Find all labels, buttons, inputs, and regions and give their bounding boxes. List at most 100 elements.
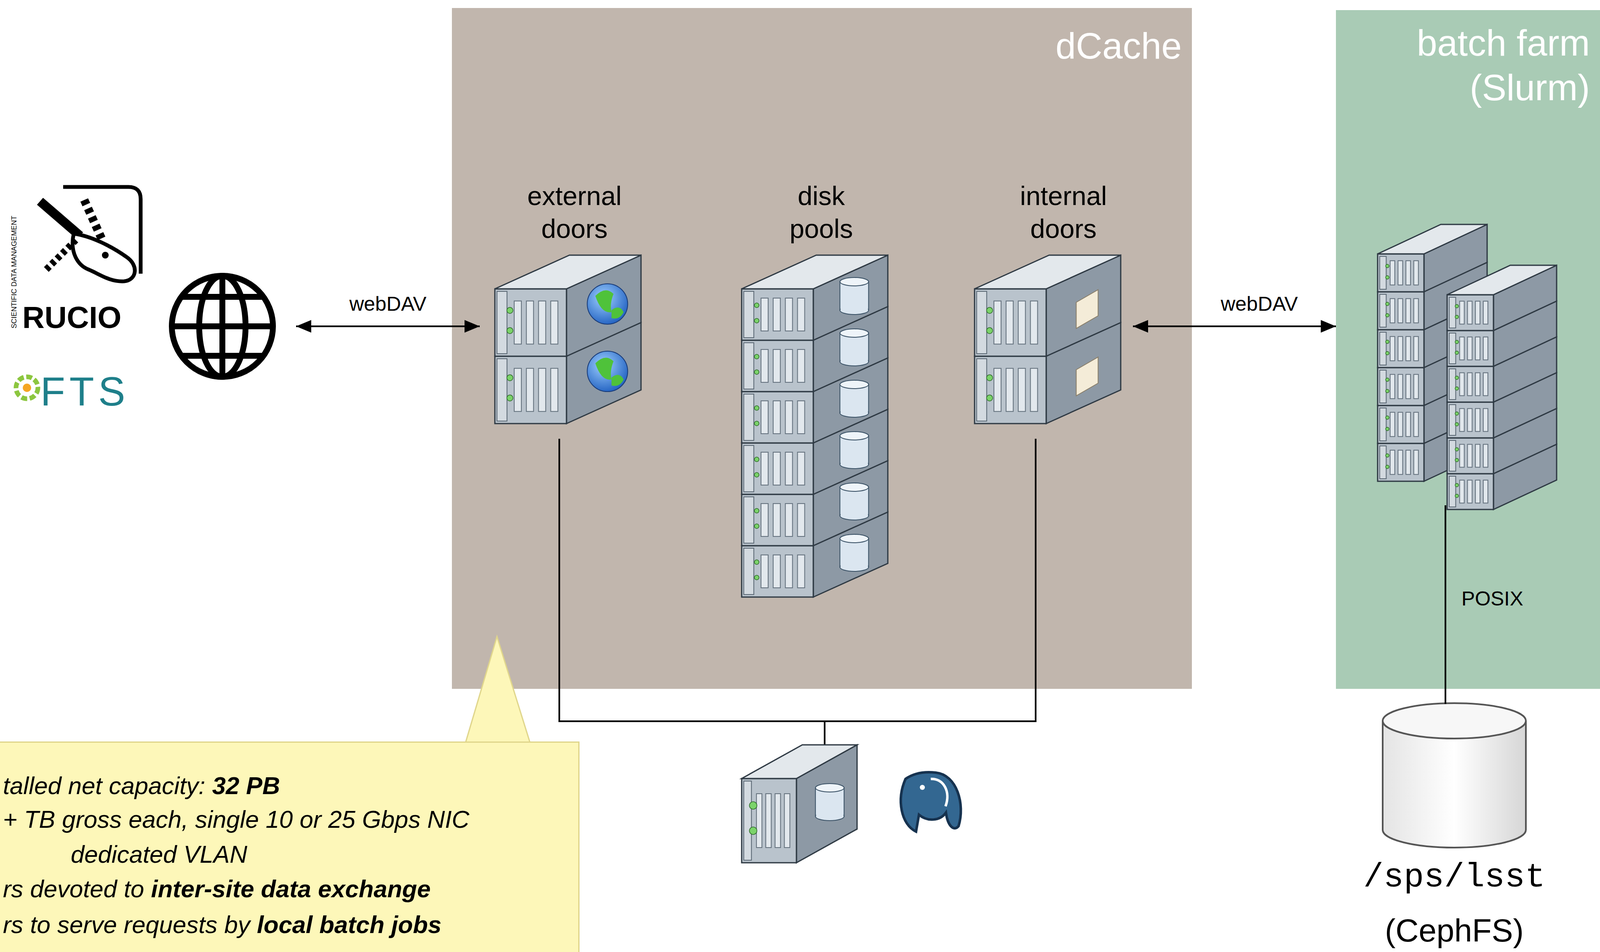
callout-line: dedicated VLAN	[70, 839, 248, 876]
server-front	[1447, 402, 1494, 439]
server-bezel	[1379, 332, 1387, 366]
drive-slot	[1467, 372, 1472, 396]
drive-slot	[1413, 336, 1419, 361]
drive-slot	[538, 301, 546, 345]
globe-land	[611, 374, 624, 386]
dcache-ground	[451, 8, 1192, 690]
globe-badge	[587, 351, 628, 392]
status-led	[1455, 411, 1459, 416]
server-bezel	[743, 445, 754, 492]
status-led	[507, 307, 513, 314]
drive-slot	[538, 368, 546, 412]
status-led	[754, 575, 759, 580]
drive-slot	[1413, 374, 1419, 399]
drive-slot	[1467, 480, 1472, 503]
cephfs-cylinder-top	[1382, 703, 1526, 739]
elephant-ear	[930, 779, 948, 807]
drive-slot	[550, 368, 559, 412]
server-front	[741, 288, 814, 341]
drive-slot	[1397, 450, 1403, 475]
server-bezel	[743, 342, 754, 390]
logo-group: SCIENTIFIC DATA MANAGEMENTRUCIOFTS	[8, 176, 297, 422]
drive-slot	[785, 349, 793, 383]
disk-top	[839, 431, 869, 441]
status-led	[754, 303, 759, 308]
server-stack	[494, 255, 642, 424]
drive-slot	[1483, 408, 1488, 432]
server-front	[1377, 367, 1424, 406]
text-slot: internal doors	[1008, 179, 1119, 246]
status-led	[1455, 458, 1459, 463]
elephant-eye	[919, 785, 925, 791]
logo-wordmark: FTS	[40, 368, 167, 415]
drive-slot	[761, 400, 769, 434]
callout-line: rs to serve requests bylocal batch jobs	[2, 910, 442, 946]
label-slot: POSIX	[1461, 587, 1524, 611]
text-slot: /sps/lsst	[1348, 858, 1560, 897]
rucio-neck	[46, 240, 76, 270]
status-led	[1385, 275, 1389, 280]
status-led	[1385, 416, 1389, 420]
status-led	[754, 508, 759, 514]
text-slot: SCIENTIFIC DATA MANAGEMENT	[10, 176, 19, 329]
drive-slot	[773, 555, 781, 588]
drive-slot	[514, 301, 522, 345]
globe-equator	[171, 323, 273, 330]
drive-slot	[1397, 412, 1403, 437]
drive-slot	[1413, 260, 1419, 286]
status-led	[507, 395, 513, 401]
drive-slot	[765, 793, 772, 848]
server-front	[1377, 405, 1424, 444]
status-led	[1385, 465, 1389, 469]
server-front	[1377, 329, 1424, 368]
storage-cylinder: /sps/lsst(CephFS)	[1348, 704, 1560, 949]
server-bezel	[1449, 404, 1456, 436]
rucio-ear	[40, 201, 81, 236]
globe-latitude	[182, 293, 263, 300]
status-led	[754, 318, 759, 324]
drive-slot	[1413, 298, 1419, 324]
drive-slot	[797, 349, 805, 383]
server-group: internal doors	[993, 179, 1133, 433]
status-led	[1385, 313, 1389, 318]
status-led	[754, 560, 759, 565]
drive-slot	[773, 503, 781, 537]
drive-slot	[785, 298, 793, 332]
server-front	[1377, 443, 1424, 482]
elephant-head	[900, 772, 961, 832]
drive-slot	[797, 452, 805, 486]
server-bezel	[743, 548, 754, 595]
text-slot: disk pools	[766, 179, 877, 246]
region-panel: external doorsdisk poolsinternal doorsdC…	[451, 8, 1192, 690]
connector	[1132, 325, 1336, 328]
drive-slot	[761, 349, 769, 383]
status-led	[1455, 376, 1459, 380]
connector	[296, 325, 480, 328]
server-bezel	[496, 291, 508, 354]
callout-text: inter-site data exchange	[151, 875, 431, 903]
globe-icon	[171, 275, 273, 377]
drive-slot	[797, 503, 805, 537]
drive-slot	[1459, 480, 1465, 503]
cephfs-cylinder	[1382, 721, 1526, 848]
label-slot: webDAV	[349, 292, 427, 316]
drive-slot	[1405, 336, 1411, 361]
server-bezel	[496, 358, 508, 422]
drive-slot	[550, 301, 559, 345]
status-led	[1385, 389, 1389, 393]
drive-slot	[1459, 336, 1465, 360]
drive-slot	[1390, 412, 1395, 437]
callout-text: + TB gross each, single 10 or 25 Gbps NI…	[2, 805, 470, 834]
drive-slot	[1397, 374, 1403, 399]
drive-slot	[756, 793, 762, 848]
status-led	[749, 827, 757, 835]
drive-slot	[1475, 336, 1480, 360]
server-bezel	[976, 291, 987, 354]
region-panel: batch farm (Slurm)	[1335, 10, 1600, 690]
edge-label: webDAV	[349, 292, 427, 316]
drive-slot	[1459, 301, 1465, 324]
drive-slot	[1006, 368, 1014, 412]
drive-slot	[1459, 444, 1465, 468]
server-bezel	[1449, 368, 1456, 400]
server-stack	[974, 255, 1121, 424]
